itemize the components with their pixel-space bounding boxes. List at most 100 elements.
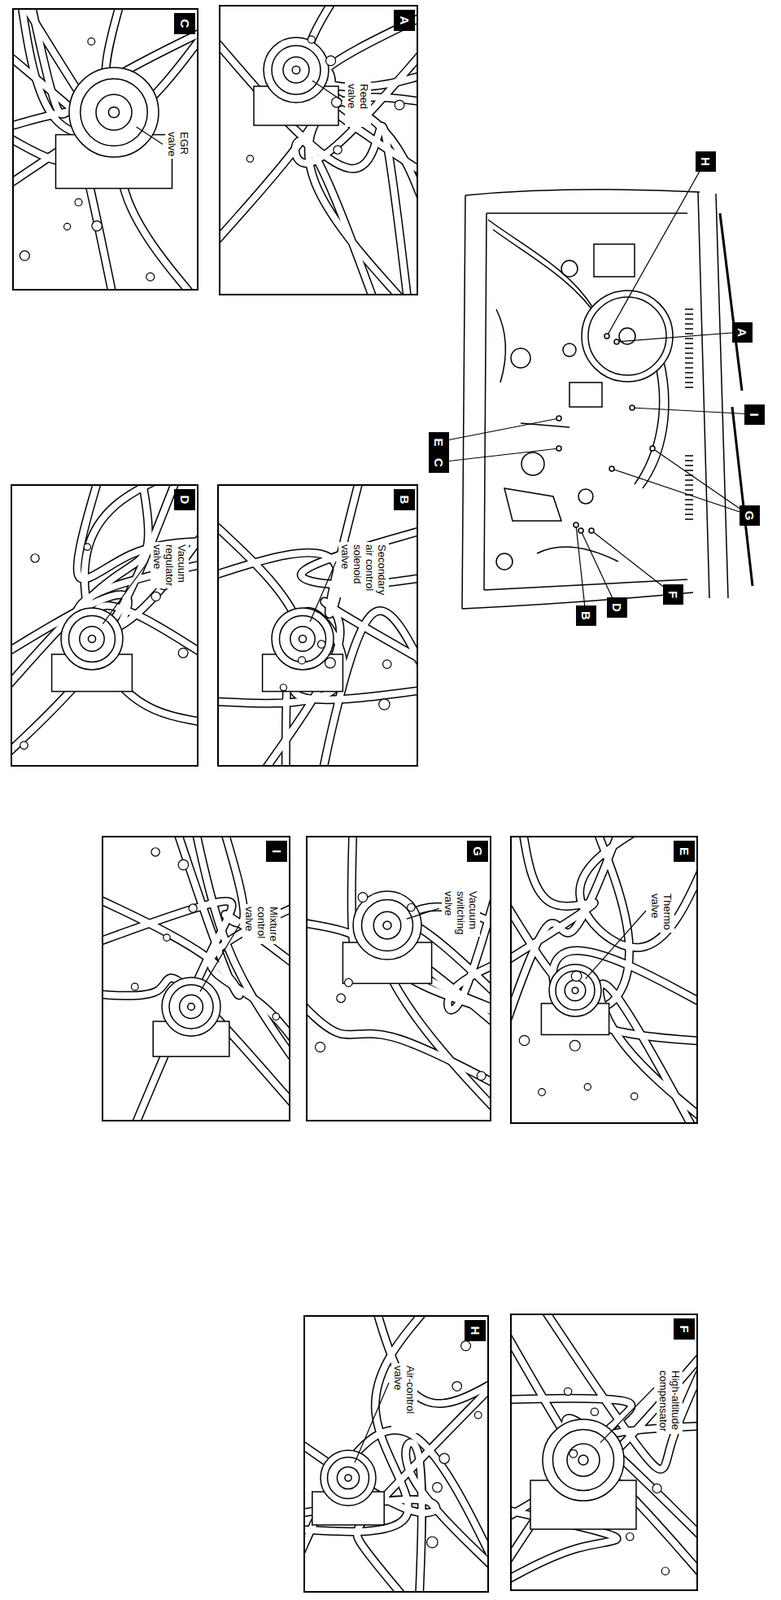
- engine-bay-line: [488, 219, 594, 310]
- grille-slot: [685, 498, 694, 501]
- valve-body: [383, 920, 392, 930]
- bolt: [83, 543, 91, 550]
- part-label: Vacuum switching valve: [441, 888, 480, 937]
- engine-part: [510, 348, 531, 368]
- hose: [554, 1349, 697, 1488]
- bolt: [188, 903, 197, 912]
- label-leader: [585, 910, 646, 979]
- hose: [305, 1316, 428, 1532]
- label-leader: [136, 126, 163, 144]
- valve-body: [564, 979, 586, 1001]
- engine-part: [581, 290, 673, 382]
- hose-outline: [12, 485, 149, 692]
- photo-inset: FHigh-altitude compensator: [510, 1313, 699, 1591]
- part-label: Reed valve: [344, 81, 371, 127]
- valve-body: [292, 65, 301, 75]
- bolt: [407, 903, 416, 912]
- grille-slot: [685, 479, 694, 481]
- engine-bay-line: [486, 212, 688, 214]
- inset-photo-sketch: [103, 837, 289, 1120]
- grille-slot: [685, 484, 694, 486]
- inset-photo-sketch: [218, 485, 417, 765]
- inset-letter: B: [393, 488, 415, 511]
- bolt: [452, 1381, 463, 1392]
- callout-letter: B: [575, 605, 597, 626]
- bolt: [20, 741, 28, 749]
- bolt: [326, 56, 336, 66]
- part-label: Secondary air control solenoid valve: [338, 541, 389, 598]
- inset-letter: D: [174, 488, 196, 511]
- bolt: [317, 640, 325, 648]
- valve-body: [567, 1443, 600, 1476]
- grille-slot: [685, 469, 694, 472]
- photo-inset: EThermo valve: [510, 835, 699, 1124]
- bolt: [584, 1082, 591, 1090]
- bolt: [571, 970, 582, 982]
- grille-slot: [685, 503, 694, 506]
- valve-body: [555, 970, 595, 1010]
- bolt: [382, 659, 392, 669]
- grille-slot: [685, 362, 694, 364]
- bolt: [630, 1092, 638, 1100]
- leader-end: [650, 445, 655, 451]
- valve-body: [271, 607, 334, 670]
- photo-inset: DVacuum regulator valve: [10, 484, 199, 767]
- valve-body: [169, 984, 214, 1029]
- grille-slot: [685, 322, 694, 325]
- grille-slot: [685, 332, 694, 335]
- inset-letter: C: [174, 13, 196, 35]
- inset-photo-sketch: [220, 6, 417, 294]
- bolt: [315, 1042, 326, 1052]
- bolt: [474, 1411, 482, 1419]
- hose-outline: [305, 1316, 428, 1532]
- valve-body: [187, 1003, 196, 1011]
- bolt: [163, 933, 171, 941]
- hose: [218, 610, 344, 765]
- callout-letter: I: [744, 404, 765, 425]
- grille-slot: [685, 488, 694, 491]
- bolt: [461, 1340, 472, 1351]
- bolt: [246, 155, 254, 162]
- leader-line: [591, 530, 673, 594]
- leader-end: [556, 415, 562, 421]
- bolt: [151, 847, 160, 856]
- valve-body: [69, 615, 116, 663]
- inset-letter: H: [464, 1319, 486, 1341]
- bolt: [564, 1387, 572, 1395]
- callout-letter: G: [739, 505, 760, 526]
- leader-line: [616, 331, 742, 342]
- hose: [305, 1429, 488, 1568]
- valve-body: [571, 986, 579, 994]
- valve-body: [61, 607, 123, 670]
- hose: [218, 519, 417, 700]
- bracket: [262, 654, 344, 692]
- bolt: [91, 220, 102, 231]
- callout-letter: D: [606, 597, 628, 618]
- hose-outline: [305, 1429, 488, 1568]
- bolt: [569, 1448, 578, 1458]
- bolt: [30, 554, 40, 563]
- bolt: [439, 1452, 450, 1463]
- grille-slot: [685, 337, 694, 340]
- grille-slot: [685, 371, 694, 374]
- leader-line: [652, 448, 750, 515]
- engine-bay-line: [496, 309, 506, 383]
- inset-photo-sketch: [12, 485, 197, 758]
- part-label: High-altitude compensator: [656, 1367, 683, 1434]
- valve-body: [279, 615, 327, 663]
- grille-slot: [685, 308, 694, 310]
- inset-photo-sketch: [305, 1316, 488, 1591]
- engine-part: [521, 452, 545, 476]
- valve-body: [320, 1449, 376, 1506]
- engine-bay-line: [484, 213, 487, 590]
- hose-outline: [511, 837, 630, 1008]
- bolt: [87, 38, 96, 46]
- engine-bay-overview: [438, 161, 755, 616]
- valve-body: [87, 634, 96, 642]
- hose: [307, 999, 490, 1087]
- callout-box: F: [663, 584, 684, 605]
- photo-inset: IMixture control valve: [101, 835, 291, 1122]
- wiper-arm: [732, 406, 753, 586]
- callout-letter: F: [663, 584, 684, 605]
- callout-box: I: [744, 404, 765, 425]
